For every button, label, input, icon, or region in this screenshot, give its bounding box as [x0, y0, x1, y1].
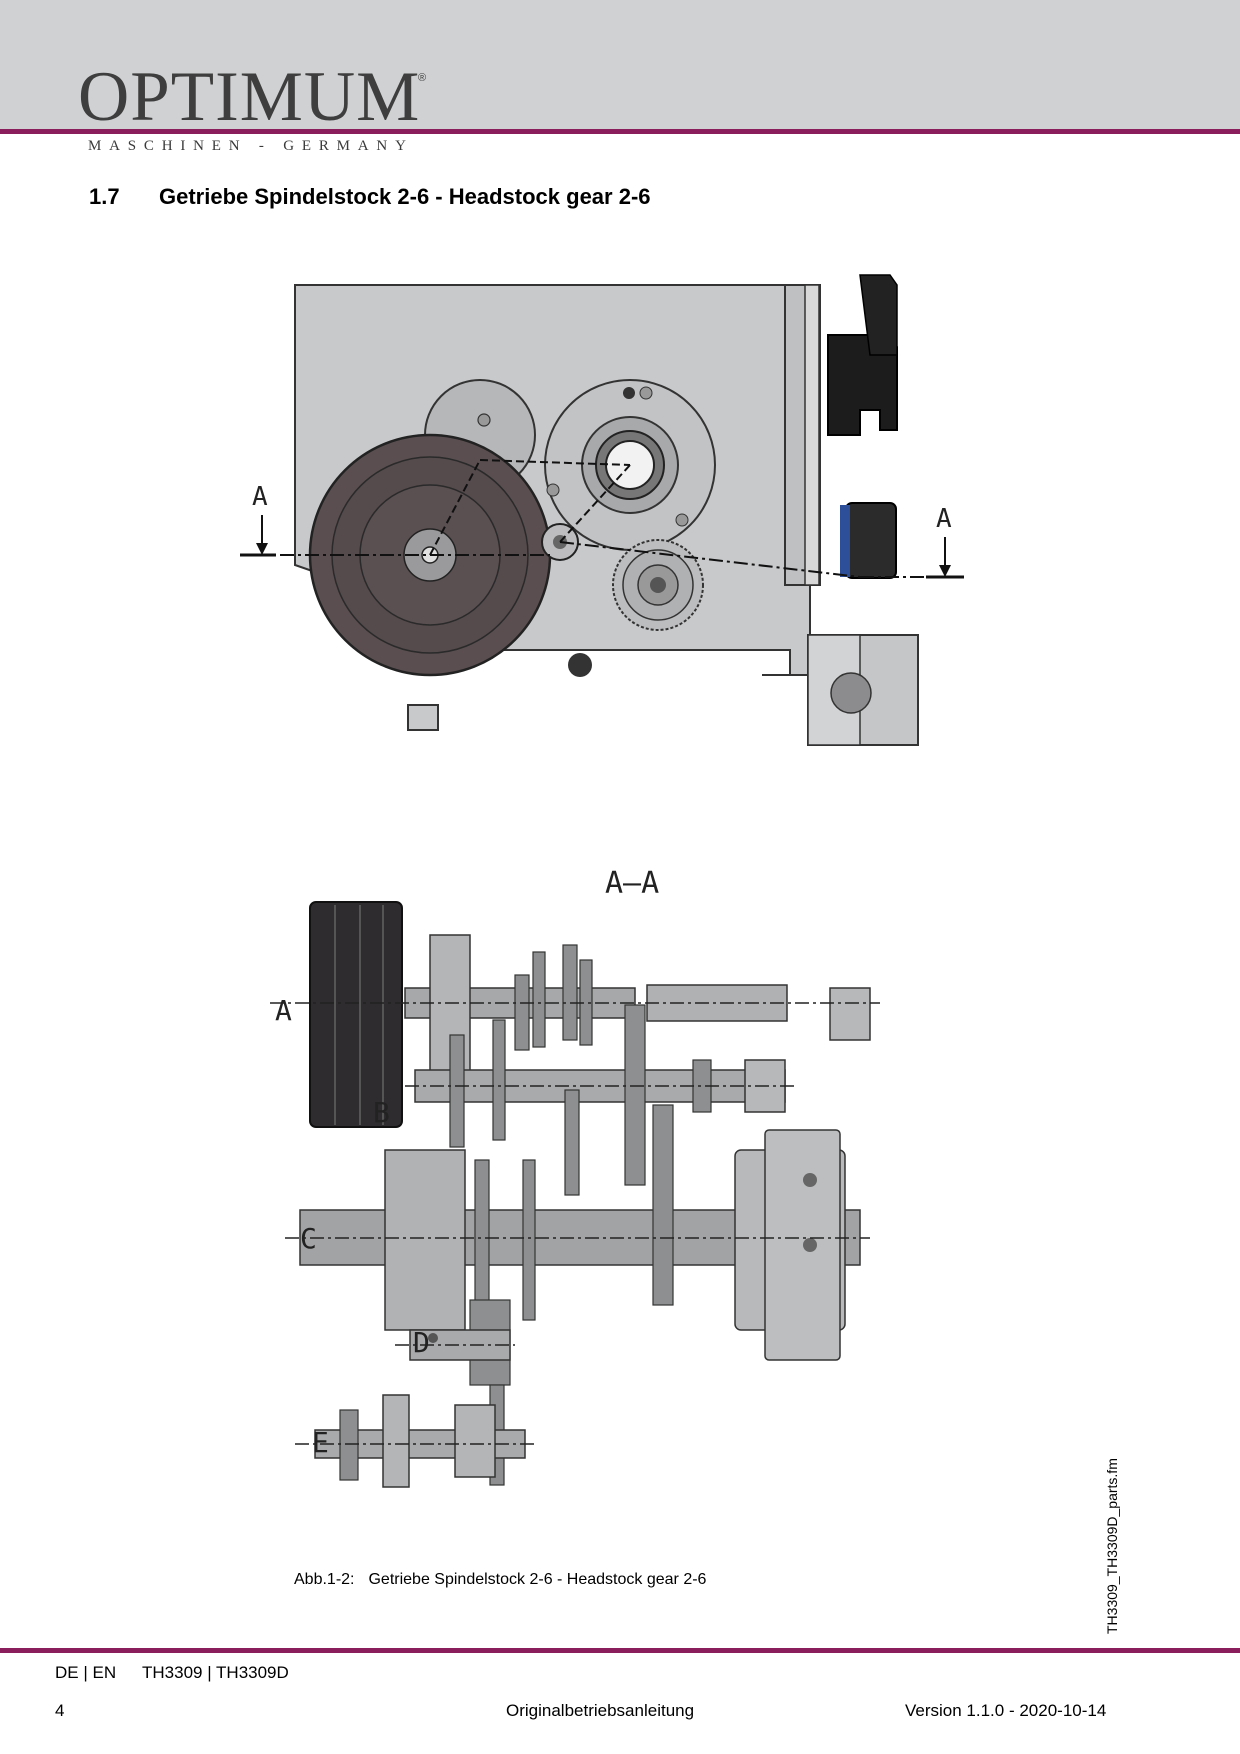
brand-logo: OPTIMUM: [78, 58, 421, 136]
caption-text: Getriebe Spindelstock 2-6 - Headstock ge…: [368, 1571, 707, 1588]
headstock-side-view-drawing: A A: [240, 274, 964, 746]
figure-caption: Abb.1-2: Getriebe Spindelstock 2-6 - Head…: [294, 1571, 706, 1589]
registered-mark: ®: [418, 72, 427, 84]
footer-rule: [0, 1648, 1240, 1653]
gear-train-section-drawing: A–A: [270, 866, 925, 1500]
footer-version: Version 1.1.0 - 2020-10-14: [905, 1701, 1107, 1720]
shaft-label-d: D: [413, 1326, 430, 1359]
brand-tagline: MASCHINEN - GERMANY: [88, 138, 414, 154]
footer-languages: DE | EN: [55, 1663, 117, 1682]
section-number: 1.7: [89, 184, 120, 209]
header-rule: [0, 129, 1240, 134]
section-marker-left: A: [252, 482, 268, 512]
caption-label: Abb.1-2:: [294, 1571, 355, 1588]
header-band: [0, 0, 1240, 130]
side-filename: TH3309_TH3309D_parts.fm: [1104, 1458, 1120, 1634]
shaft-label-a: A: [275, 994, 292, 1027]
section-title-aa: A–A: [605, 866, 659, 901]
footer-model: TH3309 | TH3309D: [142, 1663, 289, 1682]
shaft-label-b: B: [373, 1096, 390, 1129]
footer-page-number: 4: [55, 1701, 65, 1720]
footer-document-type: Originalbetriebsanleitung: [506, 1701, 695, 1720]
section-marker-right: A: [936, 504, 952, 534]
shaft-label-e: E: [312, 1426, 329, 1459]
section-title: Getriebe Spindelstock 2-6 - Headstock ge…: [159, 184, 651, 209]
shaft-label-c: C: [300, 1222, 317, 1255]
